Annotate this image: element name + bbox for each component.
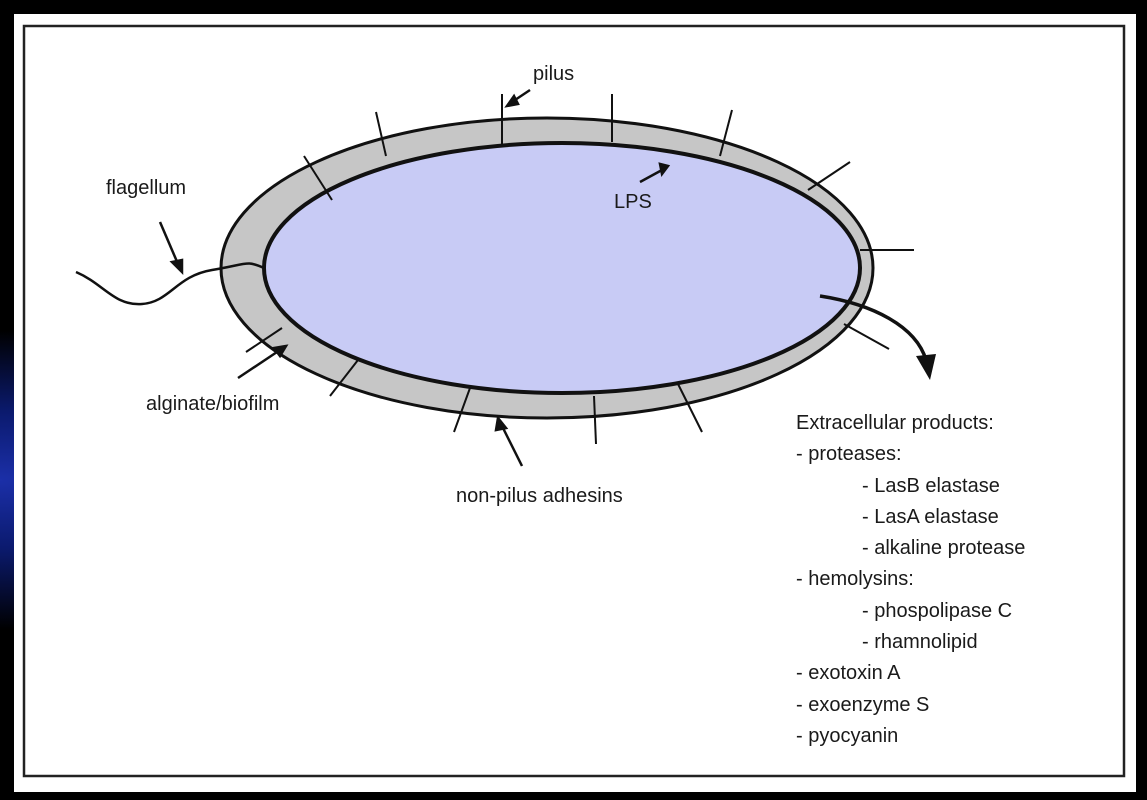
flagellum-label: flagellum: [106, 178, 186, 198]
lps-label: LPS: [614, 192, 652, 212]
diagram-panel: pilus LPS flagellum alginate/biofilm non…: [14, 14, 1136, 792]
extracellular-products-list: Extracellular products: - proteases: - L…: [796, 408, 1025, 752]
product-item: - phospolipase C: [796, 596, 1025, 627]
product-item: - rhamnolipid: [796, 627, 1025, 658]
product-item: - hemolysins:: [796, 564, 1025, 595]
alginate-biofilm-label: alginate/biofilm: [146, 394, 279, 414]
product-item: - exotoxin A: [796, 658, 1025, 689]
product-item: - LasB elastase: [796, 471, 1025, 502]
product-item: - pyocyanin: [796, 721, 1025, 752]
pilus-label: pilus: [533, 64, 574, 84]
product-item: - alkaline protease: [796, 533, 1025, 564]
extracellular-heading: Extracellular products:: [796, 408, 1025, 439]
product-item: - LasA elastase: [796, 502, 1025, 533]
cytoplasm: [264, 143, 860, 393]
product-item: - exoenzyme S: [796, 690, 1025, 721]
product-item: - proteases:: [796, 439, 1025, 470]
non-pilus-adhesins-label: non-pilus adhesins: [456, 486, 623, 506]
